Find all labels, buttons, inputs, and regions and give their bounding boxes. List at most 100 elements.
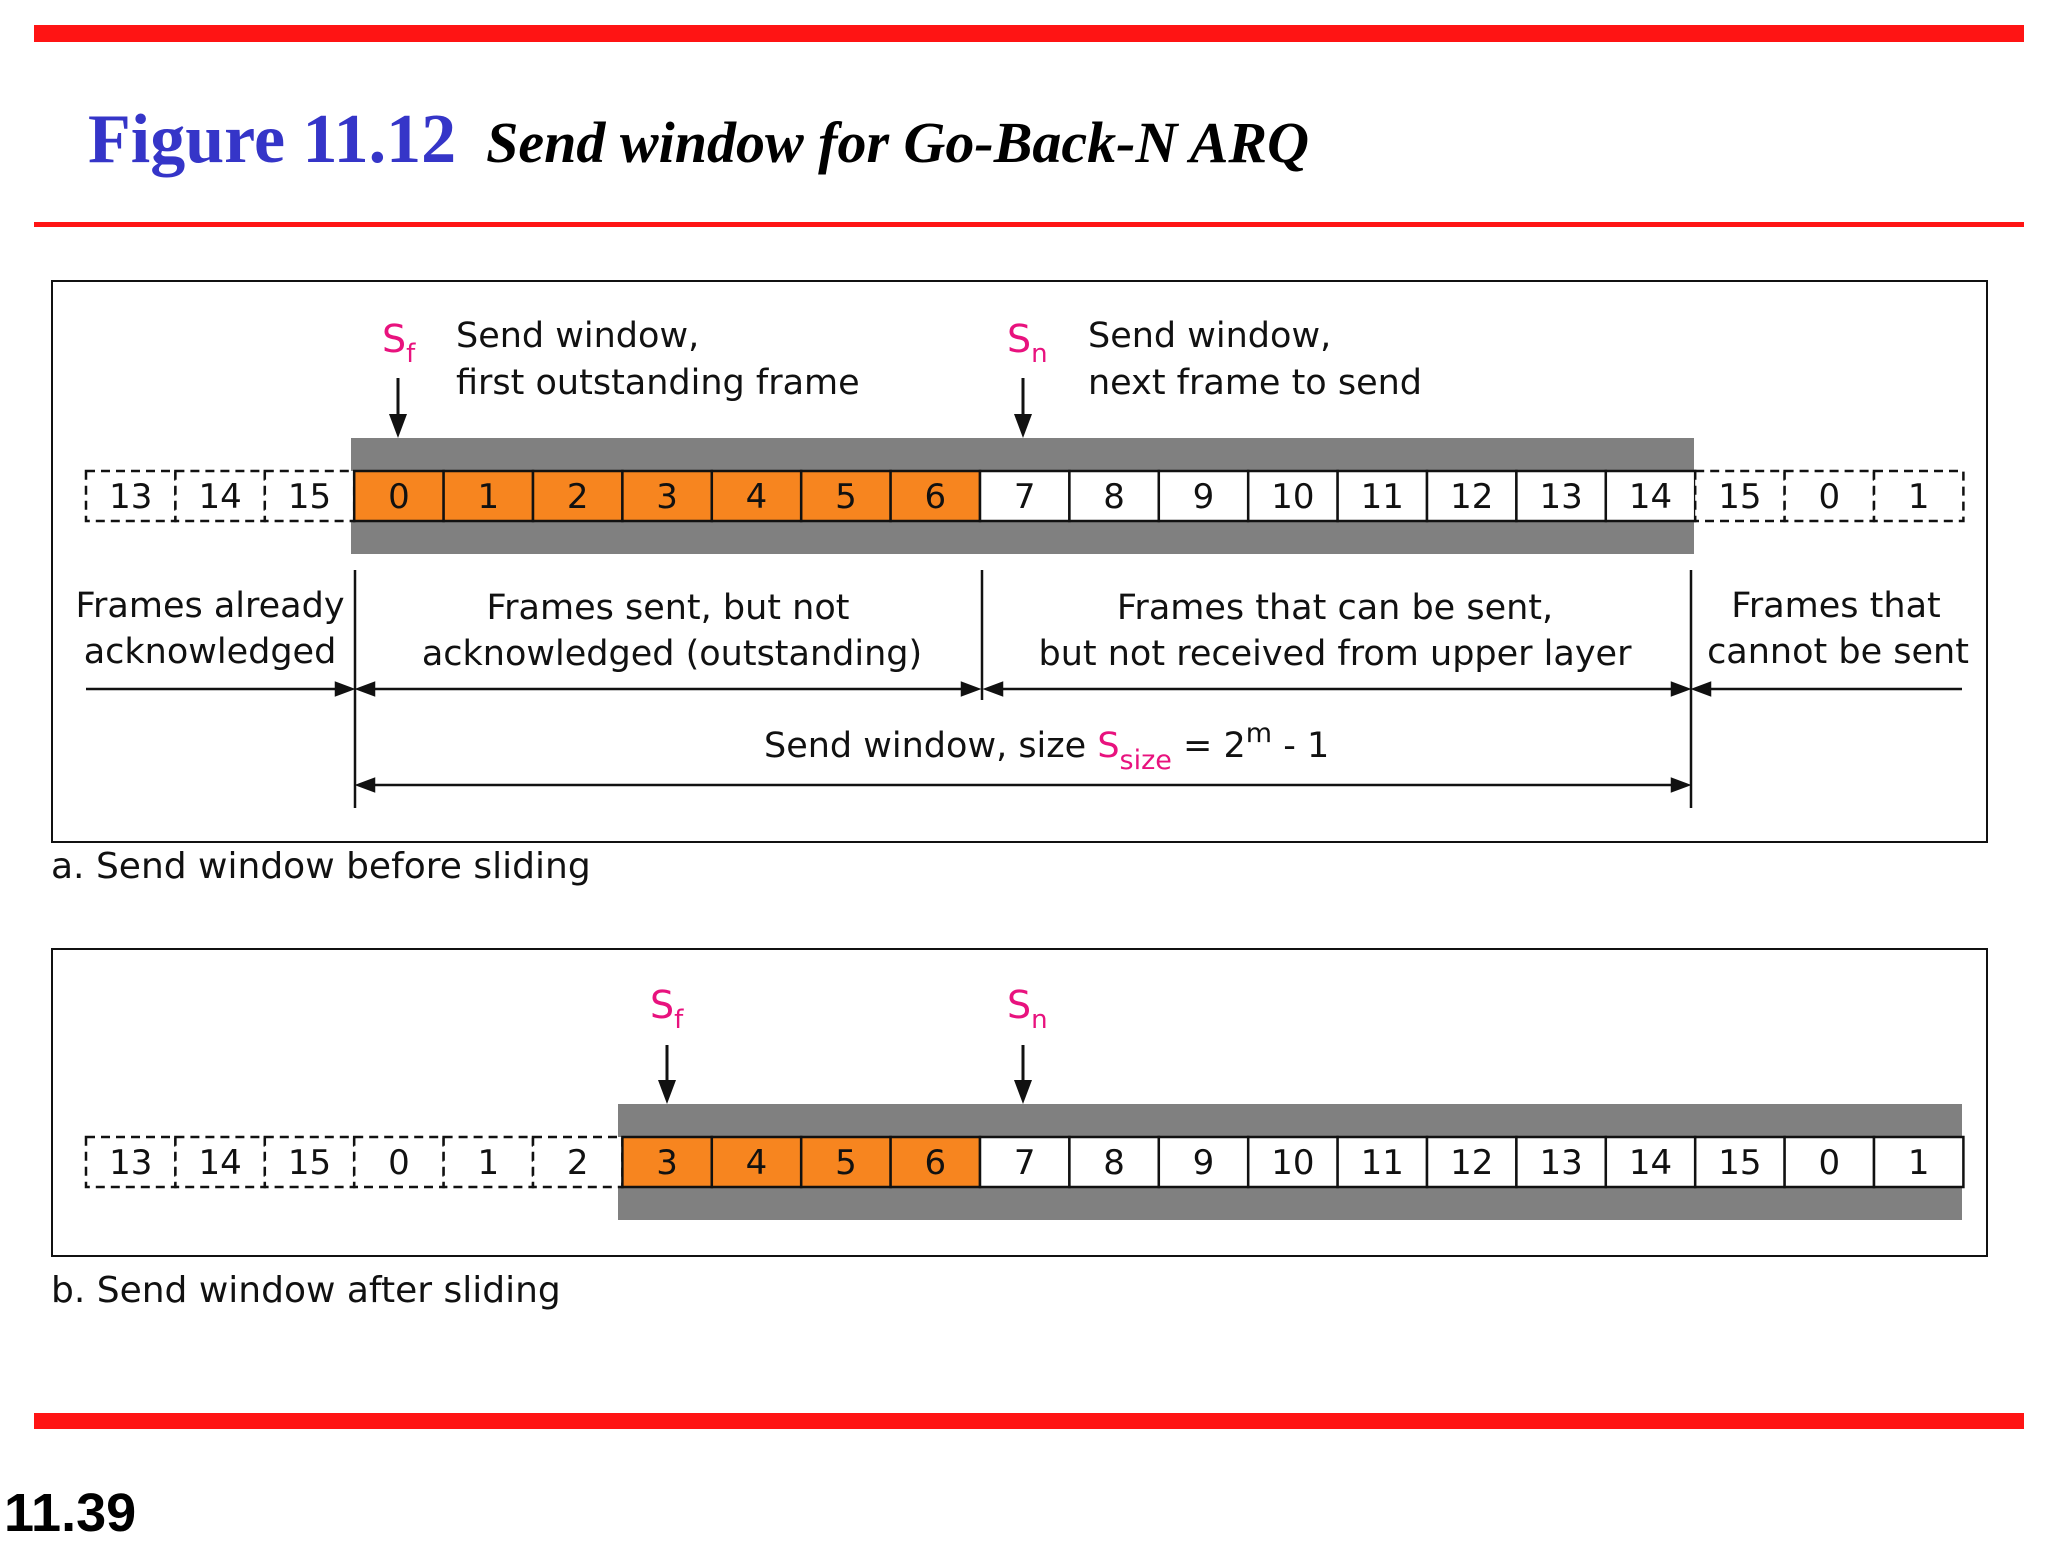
panel-b-frame-box [1246, 1135, 1339, 1189]
panel-b-frame-number: 14 [1629, 1143, 1672, 1183]
panel-b-frame-number: 0 [1818, 1143, 1840, 1183]
sf-desc-line1: Send window, [456, 316, 699, 356]
panel-a-caption: a. Send window before sliding [51, 846, 591, 887]
panel-a-frame-cell: 4 [710, 469, 803, 523]
panel-b-frame-cell: 4 [710, 1135, 803, 1189]
page-number: 11.39 [4, 1483, 137, 1543]
panel-b-frame-cell: 14 [174, 1135, 267, 1189]
panel-b-frame-cell: 11 [1336, 1135, 1429, 1189]
outstanding-label-1: Frames sent, but not [487, 588, 850, 628]
panel-a-frame-cell: 0 [1783, 469, 1876, 523]
panel-b-frame-number: 4 [746, 1143, 768, 1183]
panel-a-frame-number: 5 [835, 477, 857, 517]
panel-b-frame-number: 13 [1539, 1143, 1582, 1183]
panel-b-frame-number: 12 [1450, 1143, 1493, 1183]
panel-a-frame-cell: 9 [1157, 469, 1250, 523]
panel-a-frame [51, 280, 1988, 843]
panel-a-frame-cell: 0 [352, 469, 445, 523]
sn-pointer-label-b: Sn [1007, 983, 1048, 1035]
panel-a-frame-box [84, 469, 177, 523]
panel-b-frame-box [84, 1135, 177, 1189]
panel-b-frame-box [621, 1135, 714, 1189]
panel-a-frame-cell: 5 [799, 469, 892, 523]
figure-caption: Send window for Go-Back-N ARQ [486, 110, 1309, 175]
panel-a-frame-cell: 1 [442, 469, 535, 523]
sf-arrowhead-a [389, 414, 407, 438]
panel-a-frame-box [710, 469, 803, 523]
panel-a-frame-cell: 10 [1246, 469, 1339, 523]
panel-a-frame-box [174, 469, 267, 523]
panel-a-frame-box [1246, 469, 1339, 523]
panel-a-frame-number: 12 [1450, 477, 1493, 517]
bottom-red-rule [34, 1413, 2024, 1429]
panel-b-frame-cell: 15 [263, 1135, 356, 1189]
top-red-rule [34, 25, 2024, 42]
panel-a-frame-box [1336, 469, 1429, 523]
panel-a-frame-box [1515, 469, 1608, 523]
figure-title: Figure 11.12 Send window for Go-Back-N AR… [88, 100, 1309, 180]
panel-b-frame-cell: 8 [1068, 1135, 1161, 1189]
panel-b-frame-cell: 10 [1246, 1135, 1339, 1189]
panel-b-frame-cell: 1 [1872, 1135, 1965, 1189]
panel-a-frame-box [889, 469, 982, 523]
panel-a-frame-box [1693, 469, 1786, 523]
panel-b-frame-box [1783, 1135, 1876, 1189]
panel-b-frame-cell: 0 [352, 1135, 445, 1189]
panel-a-frame-number: 13 [1539, 477, 1582, 517]
panel-b-frame-cell: 2 [531, 1135, 624, 1189]
sf-arrowhead-b [658, 1080, 676, 1104]
panel-a-frame-number: 4 [746, 477, 768, 517]
can-send-label-1: Frames that can be sent, [1117, 588, 1553, 628]
panel-b-frame-cell: 13 [84, 1135, 177, 1189]
figure-number: Figure 11.12 [88, 101, 457, 178]
panel-b-frame-number: 9 [1193, 1143, 1215, 1183]
sn-desc-line1: Send window, [1088, 316, 1331, 356]
region-arrows [86, 681, 1962, 793]
panel-b-frame-cell: 15 [1693, 1135, 1786, 1189]
panel-b-frame-box [889, 1135, 982, 1189]
panel-b-frame-cell: 13 [1515, 1135, 1608, 1189]
sf-pointer-label-a: Sf [382, 317, 416, 369]
panel-b-frame-cell: 1 [442, 1135, 535, 1189]
panel-b-frame-number: 10 [1271, 1143, 1314, 1183]
cannot-send-label-1: Frames that [1731, 586, 1941, 626]
panel-b-frame-cell: 3 [621, 1135, 714, 1189]
panel-b-frame [51, 948, 1988, 1257]
cannot-send-label-2: cannot be sent [1707, 632, 1969, 672]
panel-a-frame-number: 9 [1193, 477, 1215, 517]
panel-b-frame-number: 15 [1718, 1143, 1761, 1183]
panel-a-frame-cell: 15 [263, 469, 356, 523]
sf-desc-line2: first outstanding frame [456, 363, 860, 403]
panel-b-frame-cell: 6 [889, 1135, 982, 1189]
panel-b-frame-cell: 12 [1425, 1135, 1518, 1189]
panel-b-frame-box [1515, 1135, 1608, 1189]
panel-a-frame-cell: 7 [978, 469, 1071, 523]
panel-a-frame-number: 1 [477, 477, 499, 517]
window-size-label: Send window, size Ssize = 2m - 1 [764, 718, 1329, 776]
panel-a-frame-cell: 6 [889, 469, 982, 523]
panel-a-frame-number: 0 [388, 477, 410, 517]
panel-a-frame-number: 2 [567, 477, 589, 517]
sn-pointer-label-a: Sn [1007, 317, 1048, 369]
panel-a-frame-box [1783, 469, 1876, 523]
panel-a-frame-box [1068, 469, 1161, 523]
panel-b-frame-number: 3 [656, 1143, 678, 1183]
sn-arrowhead-b [1014, 1080, 1032, 1104]
sf-pointer-label-b: Sf [650, 983, 684, 1035]
panel-a-frame-number: 15 [1718, 477, 1761, 517]
panel-a-frame-cell: 3 [621, 469, 714, 523]
panel-a-frame-box [263, 469, 356, 523]
panel-b-frame-number: 5 [835, 1143, 857, 1183]
panel-a-frame-number: 6 [924, 477, 946, 517]
panel-a-frame-number: 8 [1103, 477, 1125, 517]
panel-b-frame-cell: 0 [1783, 1135, 1876, 1189]
panel-a-frame-box [1872, 469, 1965, 523]
panel-b-frame-cell: 14 [1604, 1135, 1697, 1189]
panel-b-frame-number: 1 [1908, 1143, 1930, 1183]
panel-b-frame-box [352, 1135, 445, 1189]
panel-a-frame-number: 15 [288, 477, 331, 517]
panel-b-frame-number: 8 [1103, 1143, 1125, 1183]
panel-b-frame-box [442, 1135, 535, 1189]
